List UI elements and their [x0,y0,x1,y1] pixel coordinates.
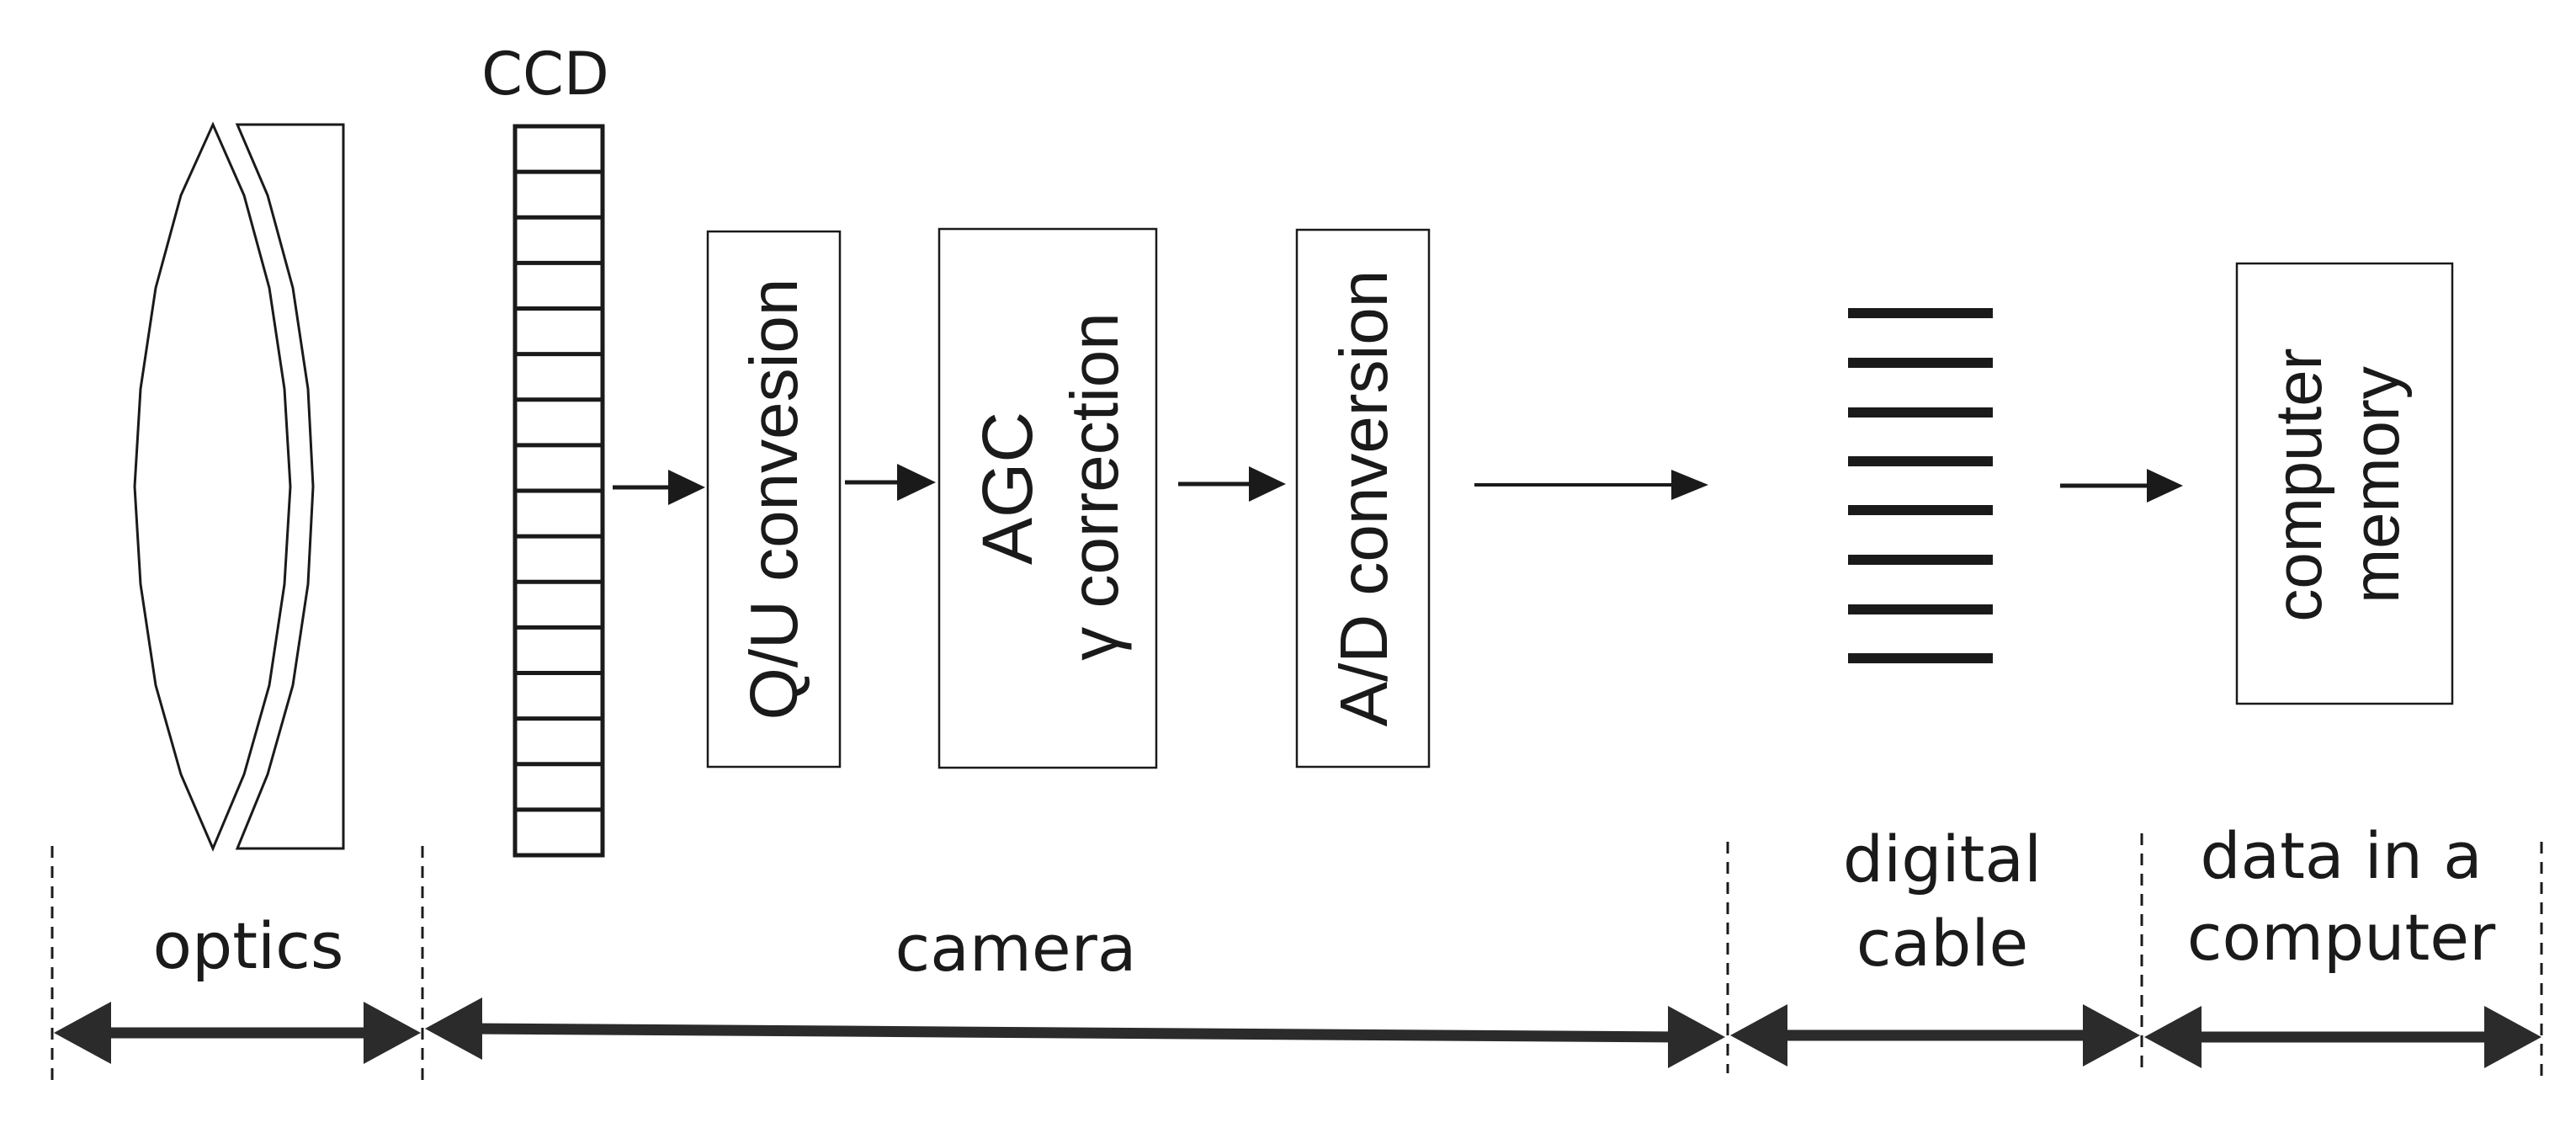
section-dividers [50,833,2543,1086]
data-in-computer-span-arrow [2144,1006,2541,1068]
arrow-cable-to-computer [2060,469,2183,503]
digital-cable-section-label-line1: digital [1843,822,2042,896]
data-in-computer-section-label-line2: computer [2187,900,2496,975]
plano-concave-lens [235,123,345,850]
flow-arrows [613,464,2183,505]
digital-cable-lines [1848,308,1993,663]
optics-lens-group [133,121,345,852]
data-in-computer-section-label-line1: data in a [2200,818,2482,893]
memory-label: memory [2339,366,2413,604]
arrow-ad-to-cable [1474,470,1708,500]
qu-conversion-box [706,230,842,769]
optics-span-arrow [54,1002,421,1064]
digital-cable-section-label-line2: cable [1856,906,2028,981]
arrow-agc-to-ad [1178,466,1286,502]
qu-conversion-label: Q/U convesion [736,279,811,721]
ad-conversion-label: A/D conversion [1326,270,1401,726]
agc-label: AGC [968,412,1047,565]
gamma-correction-label: γ correction [1057,312,1132,660]
computer-label: computer [2261,348,2335,621]
camera-section-label: camera [895,911,1137,986]
computer-memory-box [2235,262,2454,705]
arrow-ccd-to-qu [613,470,705,505]
ccd-label: CCD [481,40,609,109]
ccd-sensor [513,124,605,858]
ad-conversion-box [1295,228,1431,769]
arrow-qu-to-agc [845,464,936,501]
optics-section-label: optics [152,908,343,983]
camera-span-arrow [425,997,1725,1068]
biconvex-lens [133,121,292,852]
digital-cable-span-arrow [1730,1004,2140,1067]
agc-gamma-box [937,227,1158,769]
section-span-arrows [54,997,2541,1068]
